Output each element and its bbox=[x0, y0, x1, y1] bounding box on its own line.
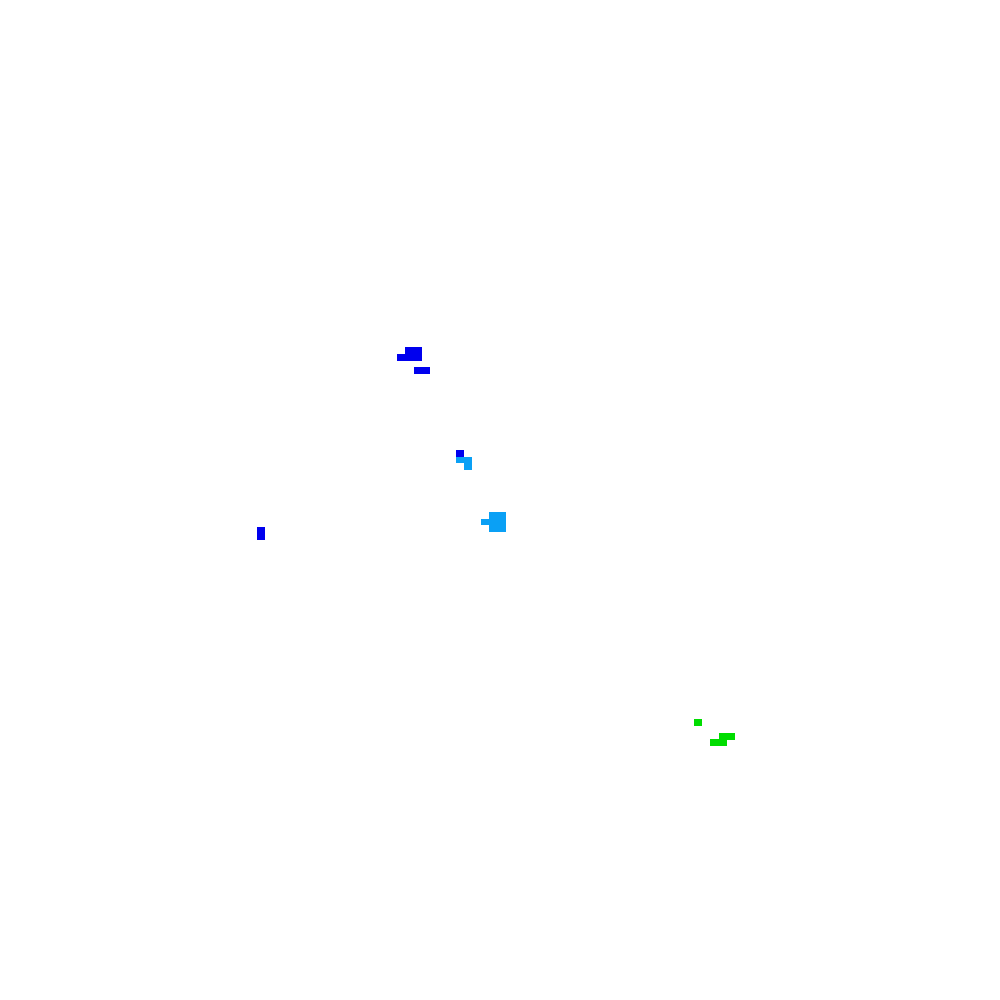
pixel-block bbox=[489, 512, 506, 532]
pixel-block bbox=[694, 719, 702, 726]
pixel-block bbox=[456, 457, 472, 463]
pixel-block bbox=[710, 739, 727, 746]
pixel-block bbox=[414, 367, 430, 374]
pixel-block bbox=[481, 519, 489, 525]
pixel-block bbox=[257, 527, 265, 540]
pixel-block bbox=[456, 450, 464, 457]
pixel-block bbox=[405, 347, 422, 361]
pixel-block bbox=[397, 354, 405, 361]
pixel-block bbox=[719, 733, 735, 740]
pixel-block bbox=[464, 463, 472, 470]
